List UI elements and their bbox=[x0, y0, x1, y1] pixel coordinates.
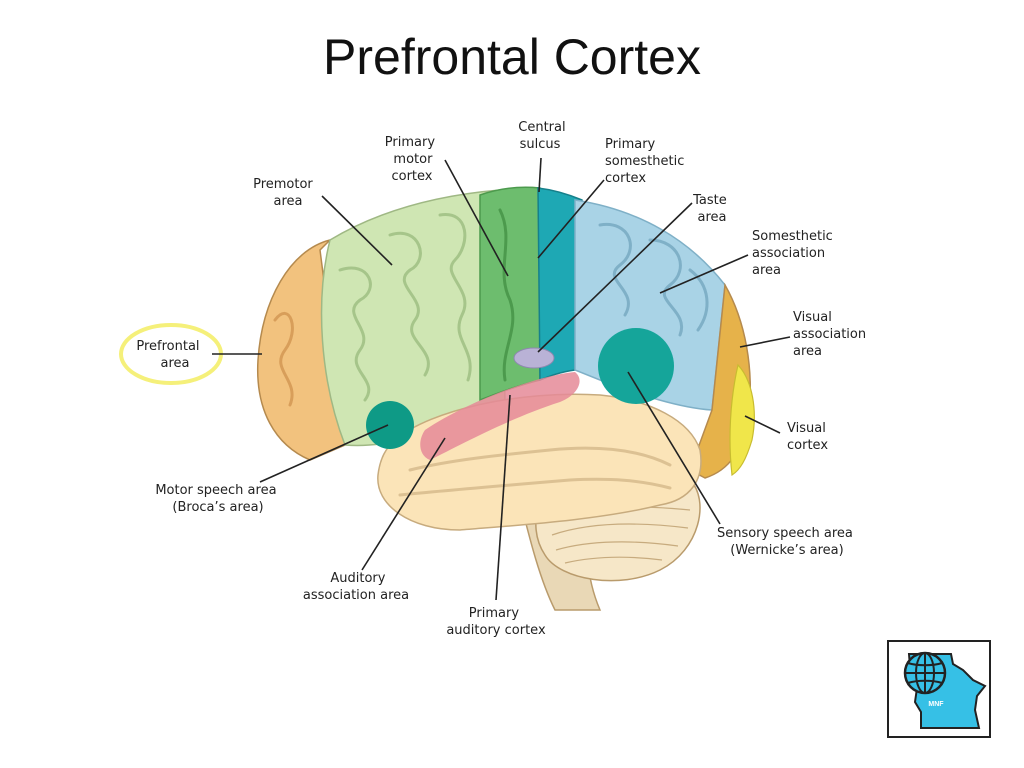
logo-text: MNF bbox=[928, 701, 944, 708]
label-motor-speech-area: Motor speech area (Broca’s area) bbox=[155, 483, 280, 515]
gyri bbox=[273, 208, 709, 497]
label-primary-motor-cortex: Primary motor cortex bbox=[385, 135, 439, 184]
visual-cortex-region bbox=[729, 363, 755, 477]
leader-lines bbox=[212, 157, 791, 601]
label-sensory-speech-area: Sensory speech area (Wernicke’s area) bbox=[717, 526, 857, 558]
label-somesthetic-association-area: Somesthetic association area bbox=[752, 229, 837, 278]
label-primary-auditory-cortex: Primary auditory cortex bbox=[446, 606, 546, 638]
label-premotor-area: Premotor area bbox=[253, 177, 317, 209]
mnf-logo: MNF bbox=[887, 640, 991, 738]
label-visual-cortex: Visual cortex bbox=[787, 421, 830, 453]
label-auditory-association-area: Auditory association area bbox=[303, 571, 409, 603]
label-taste-area: Taste area bbox=[692, 193, 731, 225]
broca-region bbox=[366, 401, 414, 449]
wernicke-region bbox=[598, 328, 674, 404]
label-primary-somesthetic-cortex: Primary somesthetic cortex bbox=[605, 137, 689, 186]
slide-title: Prefrontal Cortex bbox=[323, 29, 701, 85]
label-visual-association-area: Visual association area bbox=[793, 310, 870, 359]
globe-icon bbox=[903, 651, 947, 695]
label-prefrontal-area: Prefrontal area bbox=[136, 339, 203, 371]
taste-area-region bbox=[513, 347, 555, 369]
prefrontal-highlight-ring bbox=[119, 323, 223, 385]
primary-auditory-region bbox=[420, 372, 580, 460]
label-central-sulcus: Central sulcus bbox=[518, 120, 569, 152]
